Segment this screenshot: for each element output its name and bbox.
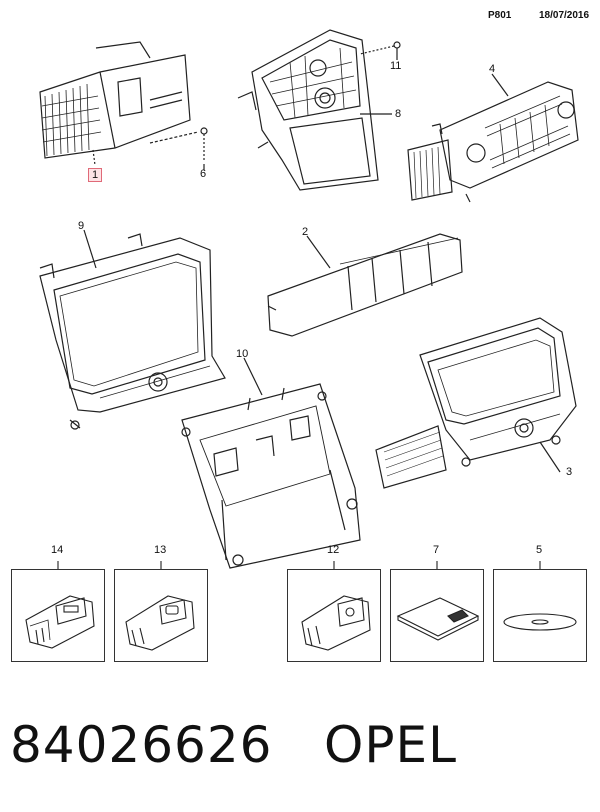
part-10-mounting-frame [181, 383, 361, 569]
drawing-code: P801 [488, 10, 512, 21]
callout-13[interactable]: 13 [154, 544, 167, 556]
callout-3[interactable]: 3 [566, 466, 573, 478]
part-6-screw [200, 127, 208, 160]
brand-name: OPEL [324, 716, 457, 774]
box-part-14 [11, 569, 105, 662]
box-part-13 [114, 569, 208, 662]
callout-9[interactable]: 9 [78, 220, 85, 232]
part-7-sd-card [396, 597, 480, 641]
callout-7[interactable]: 7 [433, 544, 440, 556]
part-2-module [267, 233, 463, 337]
part-11-screw [359, 41, 401, 60]
callout-12[interactable]: 12 [327, 544, 340, 556]
callout-5[interactable]: 5 [536, 544, 543, 556]
part-3-display-unit [375, 317, 577, 489]
callout-4[interactable]: 4 [489, 63, 496, 75]
part-4-climate-panel [407, 81, 579, 203]
box-part-5 [493, 569, 587, 662]
callout-11[interactable]: 11 [390, 60, 402, 72]
drawing-date: 18/07/2016 [539, 10, 590, 21]
part-8-console-bezel [237, 29, 379, 191]
callout-1[interactable]: 1 [88, 168, 103, 182]
part-1-radio-receiver [39, 41, 199, 166]
callout-8[interactable]: 8 [395, 108, 402, 120]
box-part-7 [390, 569, 484, 662]
callout-10[interactable]: 10 [236, 348, 249, 360]
part-9-display [39, 233, 226, 430]
callout-2[interactable]: 2 [302, 226, 309, 238]
part-number: 84026626 [10, 716, 273, 774]
box-part-12 [287, 569, 381, 662]
callout-14[interactable]: 14 [51, 544, 64, 556]
part-14-usb-module [25, 595, 95, 649]
part-5-disc [503, 613, 577, 631]
part-12-aux-port [301, 595, 371, 651]
callout-6[interactable]: 6 [200, 168, 207, 180]
part-13-usb-port [125, 595, 195, 651]
